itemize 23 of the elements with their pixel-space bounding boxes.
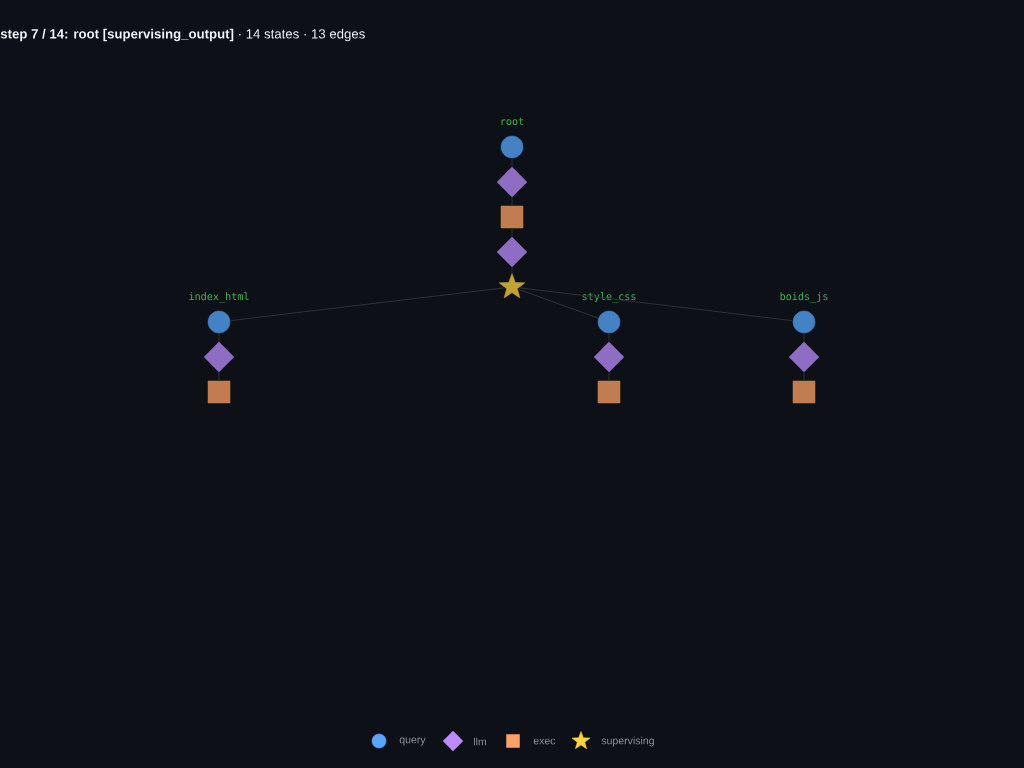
square-node [792, 380, 816, 404]
connector-line [229, 287, 506, 322]
connector-line [518, 287, 794, 322]
square-node [500, 205, 524, 229]
connector-line [511, 266, 513, 274]
node-label: style_css [582, 292, 636, 303]
title: step 7 / 14: root [supervising_output] · 14 states · 13 edges [0, 28, 365, 42]
legend-label: query [399, 737, 426, 746]
star-node [498, 273, 526, 299]
diamond-node [496, 236, 528, 268]
node-label: boids_js [780, 292, 828, 303]
legend-label: exec [533, 738, 556, 745]
connector-line [517, 288, 599, 319]
diamond-node [593, 341, 625, 373]
diamond-node [203, 341, 235, 373]
square-node [207, 380, 231, 404]
diamond-node [496, 166, 528, 198]
node-label: root [501, 117, 524, 126]
node-label: index_html [189, 292, 249, 303]
square-node [597, 380, 621, 404]
diamond-node [788, 341, 820, 373]
legend-label: supervising [601, 736, 654, 747]
legend-label: llm [474, 737, 487, 746]
